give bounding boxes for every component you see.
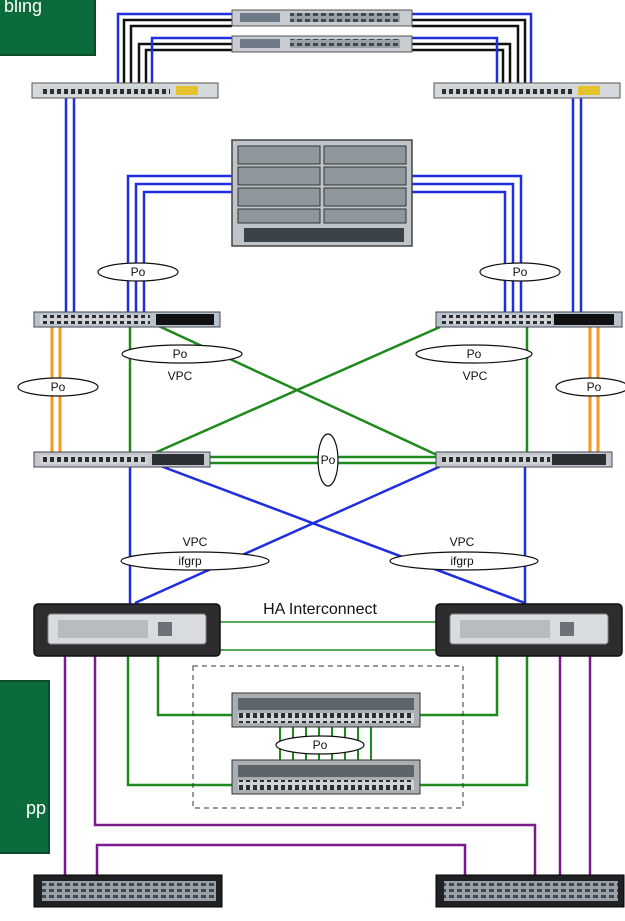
po-label: Po xyxy=(173,347,188,361)
vpc-label: VPC xyxy=(450,535,475,549)
switch-a xyxy=(33,311,221,328)
po-ellipse-peer-a: Po xyxy=(17,377,99,397)
po-ellipse-fi-a: Po xyxy=(97,262,179,282)
storage-blue-links xyxy=(128,460,527,605)
ifgrp-ellipse-b: ifgrp xyxy=(389,551,539,571)
ha-interconnect-links xyxy=(220,621,436,651)
po-label: Po xyxy=(321,453,336,467)
po-ellipse-interswitch: Po xyxy=(317,433,339,487)
bottom-shelf-b xyxy=(435,874,625,908)
vpc-label: VPC xyxy=(463,369,488,383)
po-ellipse-shelves: Po xyxy=(275,735,365,755)
callout-box-top: bling xyxy=(0,0,96,56)
fabric-interconnect-a xyxy=(31,82,219,99)
rack-server-2 xyxy=(231,35,413,53)
po-ellipse-vpc-a: Po xyxy=(121,344,243,364)
po-label: Po xyxy=(513,265,528,279)
server-to-fi-links xyxy=(122,18,527,83)
callout-box-bottom: pp xyxy=(0,680,50,854)
po-label: Po xyxy=(313,738,328,752)
po-label: Po xyxy=(131,265,146,279)
fi-uplinks xyxy=(64,98,583,315)
po-ellipse-peer-b: Po xyxy=(555,377,625,397)
callout-bottom-text: pp xyxy=(25,798,46,818)
peer-links xyxy=(50,327,600,453)
po-ellipse-vpc-b: Po xyxy=(415,344,533,364)
switch-d xyxy=(435,451,613,468)
ifgrp-label: ifgrp xyxy=(178,554,202,568)
vpc-label: VPC xyxy=(183,535,208,549)
disk-shelf-group-box xyxy=(192,665,464,809)
ifgrp-ellipse-a: ifgrp xyxy=(120,551,270,571)
rack-server-1 xyxy=(231,9,413,27)
storage-controller-a xyxy=(33,603,221,657)
blade-chassis xyxy=(231,139,413,247)
po-label: Po xyxy=(587,380,602,394)
po-label: Po xyxy=(467,347,482,361)
disk-shelf-2 xyxy=(231,759,421,795)
vpc-label: VPC xyxy=(168,369,193,383)
ifgrp-label: ifgrp xyxy=(450,554,474,568)
callout-top-text: bling xyxy=(4,0,43,16)
ha-interconnect-label: HA Interconnect xyxy=(263,601,377,618)
po-ellipse-fi-b: Po xyxy=(479,262,561,282)
server-to-fi-links-blue xyxy=(116,12,533,83)
po-label: Po xyxy=(51,380,66,394)
bottom-shelf-a xyxy=(33,874,223,908)
storage-controller-b xyxy=(435,603,623,657)
purple-links xyxy=(63,655,592,875)
fabric-interconnect-b xyxy=(433,82,621,99)
switch-c xyxy=(33,451,211,468)
switch-b xyxy=(435,311,623,328)
shelf-green-links xyxy=(126,655,529,787)
disk-shelf-1 xyxy=(231,692,421,728)
